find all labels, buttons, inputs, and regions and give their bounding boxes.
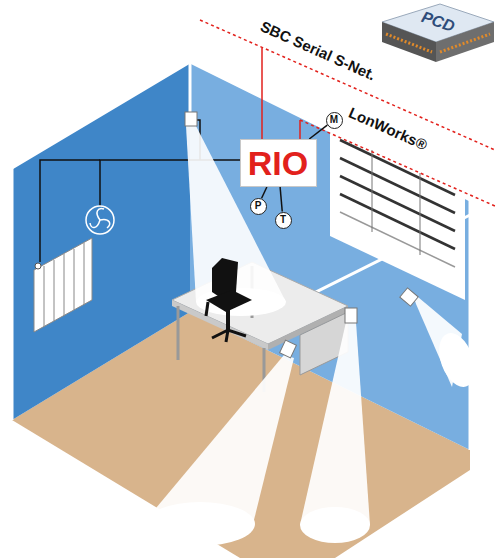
presence-sensor: P <box>250 198 267 215</box>
network-label: LonWorks® <box>346 103 430 153</box>
node-text: M <box>330 115 338 125</box>
window-blinds <box>330 118 465 300</box>
lamp <box>400 288 418 306</box>
node-text: T <box>280 215 286 225</box>
wire-connector <box>262 187 267 198</box>
light-spot <box>300 507 370 543</box>
temperature-sensor: T <box>275 212 292 229</box>
wall-edge <box>11 168 14 420</box>
node-text: P <box>255 201 262 211</box>
controller-device: PCD <box>415 5 462 39</box>
wire-connector <box>309 125 327 139</box>
node-text: PCD <box>419 9 456 35</box>
network-label: SBC Serial S-Net. <box>258 17 378 83</box>
lamp <box>345 308 357 323</box>
light-beam <box>146 355 294 528</box>
light-spot <box>432 328 481 392</box>
network-drop <box>261 48 263 142</box>
light-spot <box>145 502 255 546</box>
node-text: RIO <box>248 146 308 180</box>
lamp <box>185 112 197 126</box>
motor-symbol: M <box>326 112 343 129</box>
wall-edge <box>469 200 472 450</box>
rio-box: RIO <box>240 139 317 187</box>
radiator <box>34 238 92 332</box>
light-beam <box>300 322 370 525</box>
fan-symbol <box>86 206 114 234</box>
controller-device <box>382 4 494 62</box>
network-line <box>200 20 495 150</box>
lamp <box>280 340 297 358</box>
light-track <box>189 62 192 112</box>
wire-connector <box>280 187 282 212</box>
chair <box>206 258 252 342</box>
light-spot <box>196 288 286 316</box>
